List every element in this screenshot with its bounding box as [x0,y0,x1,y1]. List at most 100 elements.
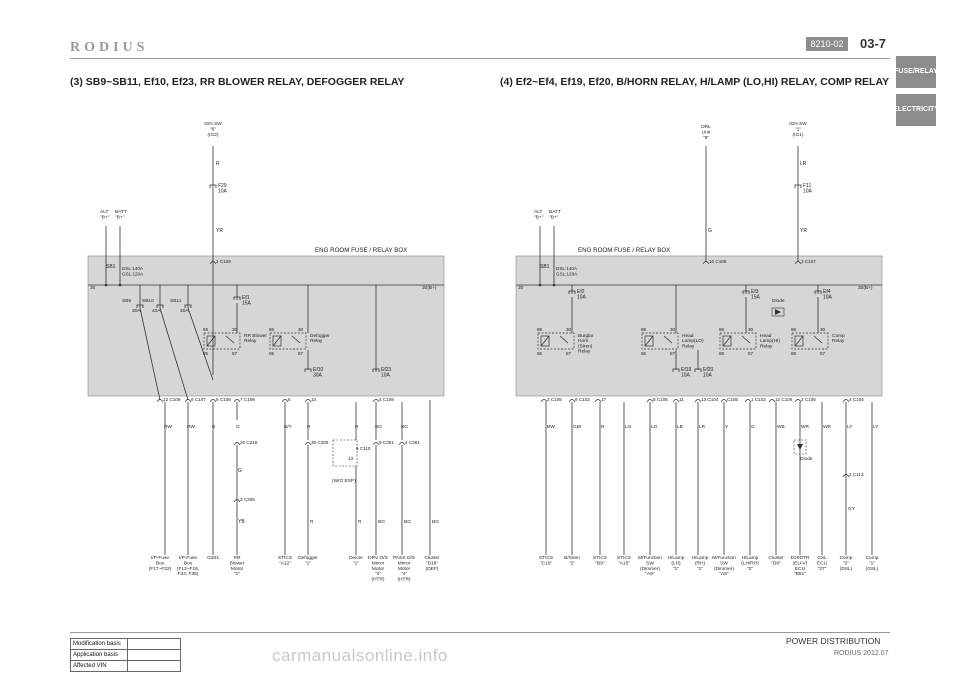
right-conn-row-3 [646,399,654,403]
left-component-5: Defogger"1" [298,555,318,566]
right-head-lamp-lo-relay-box [641,332,679,350]
left-bus-label-l: 30 [90,285,96,291]
right-conn-c105-top-label: 10 C105 [709,259,727,264]
right-component-5: H/Lamp(LH)"1" [668,555,685,572]
left-defogger-relay-pin30: 30 [298,327,304,332]
left-wire-g2: G [238,468,242,474]
right-diode-bottom-label: Diode [800,456,813,462]
left-conn-row-3 [233,399,241,403]
right-fuse-ef2 [568,290,576,294]
section-code-badge: 8210-02 [806,37,848,51]
right-head-lamp-lo-relay-coil-diag [644,335,654,347]
left-relay-box-area [87,255,445,397]
right-head-lamp-hi-relay-pin30: 30 [748,327,754,332]
left-wire-label-8: BG [401,424,408,430]
left-conn-c361 [398,442,406,446]
left-conn-c109-top [209,261,217,265]
right-conn-row-1 [568,399,576,403]
left-sb9-to-c109 [139,307,161,401]
left-wire-label-6: R [355,424,359,430]
left-wo-esp: (W/O ESP) [332,478,356,484]
left-rr-blower-relay-coil [206,335,216,347]
left-conn-c218-label: 20 C218 [240,440,258,445]
right-component-9: Cluster"D8" [768,555,784,566]
left-batt: BATT"B+" [115,209,127,221]
left-fuse-ef1 [233,296,241,300]
right-conn-c105-top [702,261,710,265]
left-fuse-SB10-rating: 40A [152,308,161,314]
left-lower-wire-2: BG [378,519,385,525]
left-wire-label-3: G [236,424,240,430]
left-wire-label-2: B [212,424,215,430]
right-component-2: STICS"B9" [593,555,607,566]
left-component-2: G201 [207,555,219,561]
right-conn-row-9-label: 3 C105 [801,397,816,402]
left-conn-c110: 6 C110 [356,446,371,451]
left-conn-row-6 [372,399,380,403]
tab-fuse-relay[interactable]: FUSE/RELAY [894,56,938,88]
left-rr-blower-relay-pin30: 30 [232,327,238,332]
right-wire-label-4: LG [651,424,658,430]
left-conn-row-1-label: 6 C107 [191,397,206,402]
app-basis-value[interactable] [127,649,181,661]
right-conn-row-5 [694,399,702,403]
right-wire-label-2: R [601,424,605,430]
right-head-lamp-lo-relay-pin85: 85 [641,351,647,356]
left-conn-row-2-label: 5 C108 [216,397,231,402]
right-fuse-ef4 [814,290,822,294]
right-conn-row-7-label: 1 C102 [751,397,766,402]
left-c110-dashed [332,439,358,467]
right-relay-box-area [515,255,883,397]
left-ign-sw: IGN SW"6"(IG2) [204,121,222,138]
left-conn-c305 [233,499,241,503]
left-lower-wire-3: BG [404,519,411,525]
right-burglar-horn-relay-pin86: 86 [537,327,543,332]
right-burglar-horn-relay-pin85: 85 [537,351,543,356]
header-rule [70,58,890,59]
right-fuse-ef20 [694,368,702,372]
right-conn-c113-label: 2 C113 [849,472,864,477]
left-fuse-SB9-rating: 30A [132,308,141,314]
footer-model: RODIUS 2012.07 [834,650,889,657]
right-burglar-horn-relay-switch [559,335,569,344]
footer-rule [70,632,890,633]
left-rr-blower-relay-pin87: 87 [232,351,238,356]
left-conn-c361-label: 4 C361 [405,440,420,445]
right-diode-bottom-box [793,439,807,455]
right-component-12: Comp"2"(DSL) [840,555,853,572]
left-fuse-SB11-name: SB11 [170,298,182,304]
left-conn-c351 [372,442,380,446]
left-conn-c351-label: 9 C351 [379,440,394,445]
left-conn-row-5-label: 10 [311,397,317,402]
right-wire-label-12: LY [847,424,853,430]
right-head-lamp-lo-relay-pin86: 86 [641,327,647,332]
right-comp-relay-pin30: 30 [820,327,826,332]
affected-vin-value[interactable] [127,660,181,672]
right-wire-label-9: WB [777,424,785,430]
left-defogger-relay-switch [291,335,301,344]
footer-title: POWER DISTRIBUTION [786,636,881,646]
right-conn-c113 [842,474,850,478]
left-fuse-SB10 [156,304,164,308]
right-head-lamp-hi-relay-switch [741,335,751,344]
right-comp-relay-coil [794,335,804,347]
left-conn-c205 [304,442,312,446]
left-conn-c205-label: 35 C205 [311,440,329,445]
left-conn-c109-top-label: 2 C109 [216,259,231,264]
mod-basis-value[interactable] [127,638,181,650]
right-comp-relay-pin87: 87 [820,351,826,356]
tab-electricity[interactable]: ELECTRICITY [893,94,939,126]
right-conn-row-2-label: 17 [601,397,607,402]
